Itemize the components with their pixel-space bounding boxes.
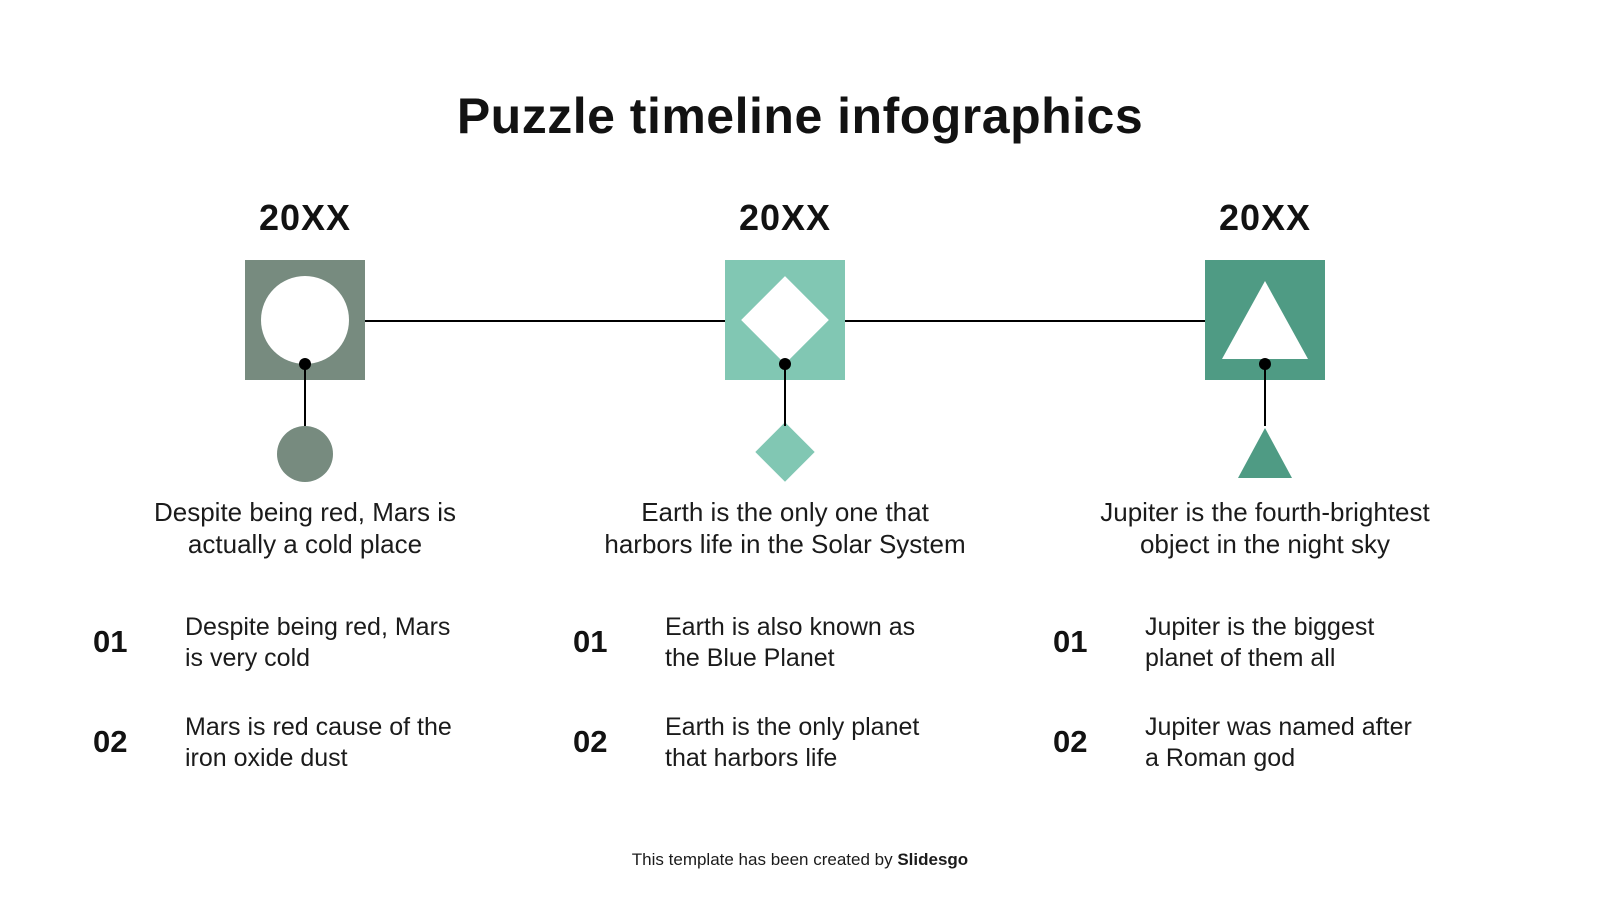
puzzle-square <box>1205 260 1325 380</box>
fact-list: 01 Jupiter is the biggest planet of them… <box>1053 612 1490 812</box>
fact-row: 02 Mars is red cause of the iron oxide d… <box>93 712 530 774</box>
footer-brand: Slidesgo <box>897 850 969 869</box>
milestone-description: Despite being red, Mars is actually a co… <box>153 497 457 559</box>
fact-number: 02 <box>93 724 128 759</box>
year-label: 20XX <box>1218 197 1312 238</box>
connector-line <box>1264 364 1266 426</box>
year-label: 20XX <box>258 197 352 238</box>
connector-dot <box>1259 358 1271 370</box>
connector-line <box>784 364 786 426</box>
fact-number: 01 <box>1053 624 1088 659</box>
milestone-description: Jupiter is the fourth-brightest object i… <box>1100 497 1430 559</box>
milestone-column-3: 20XX Jupiter is the fourth-brightest obj… <box>1040 0 1490 900</box>
connector-line <box>304 364 306 426</box>
fact-number: 01 <box>93 624 128 659</box>
small-triangle-icon <box>1238 428 1292 478</box>
connector-dot <box>299 358 311 370</box>
year-label: 20XX <box>738 197 832 238</box>
milestone-column-1: 20XX Despite being red, Mars is actually… <box>80 0 530 900</box>
diamond-icon <box>741 276 829 364</box>
footer-text: This template has been created by <box>631 850 898 869</box>
fact-text: Jupiter was named after a Roman god <box>1145 713 1412 772</box>
fact-row: 02 Earth is the only planet that harbors… <box>573 712 1010 774</box>
footer-credit: This template has been created by Slides… <box>0 850 1600 870</box>
fact-text: Mars is red cause of the iron oxide dust <box>185 713 452 772</box>
milestone-description: Earth is the only one that harbors life … <box>604 497 966 559</box>
fact-number: 02 <box>1053 724 1088 759</box>
small-circle-icon <box>277 426 333 482</box>
triangle-icon <box>1222 281 1308 359</box>
fact-row: 02 Jupiter was named after a Roman god <box>1053 712 1490 774</box>
fact-row: 01 Earth is also known as the Blue Plane… <box>573 612 1010 674</box>
fact-number: 02 <box>573 724 608 759</box>
fact-list: 01 Earth is also known as the Blue Plane… <box>573 612 1010 812</box>
page-title: Puzzle timeline infographics <box>456 88 1144 144</box>
small-diamond-icon <box>755 422 815 482</box>
fact-number: 01 <box>573 624 608 659</box>
fact-text: Earth is the only planet that harbors li… <box>665 713 920 772</box>
fact-row: 01 Jupiter is the biggest planet of them… <box>1053 612 1490 674</box>
fact-row: 01 Despite being red, Mars is very cold <box>93 612 530 674</box>
fact-text: Earth is also known as the Blue Planet <box>665 613 916 672</box>
circle-icon <box>261 276 349 364</box>
fact-text: Despite being red, Mars is very cold <box>185 613 451 672</box>
connector-dot <box>779 358 791 370</box>
fact-list: 01 Despite being red, Mars is very cold … <box>93 612 530 812</box>
milestone-column-2: 20XX Earth is the only one that harbors … <box>560 0 1010 900</box>
fact-text: Jupiter is the biggest planet of them al… <box>1145 613 1375 672</box>
